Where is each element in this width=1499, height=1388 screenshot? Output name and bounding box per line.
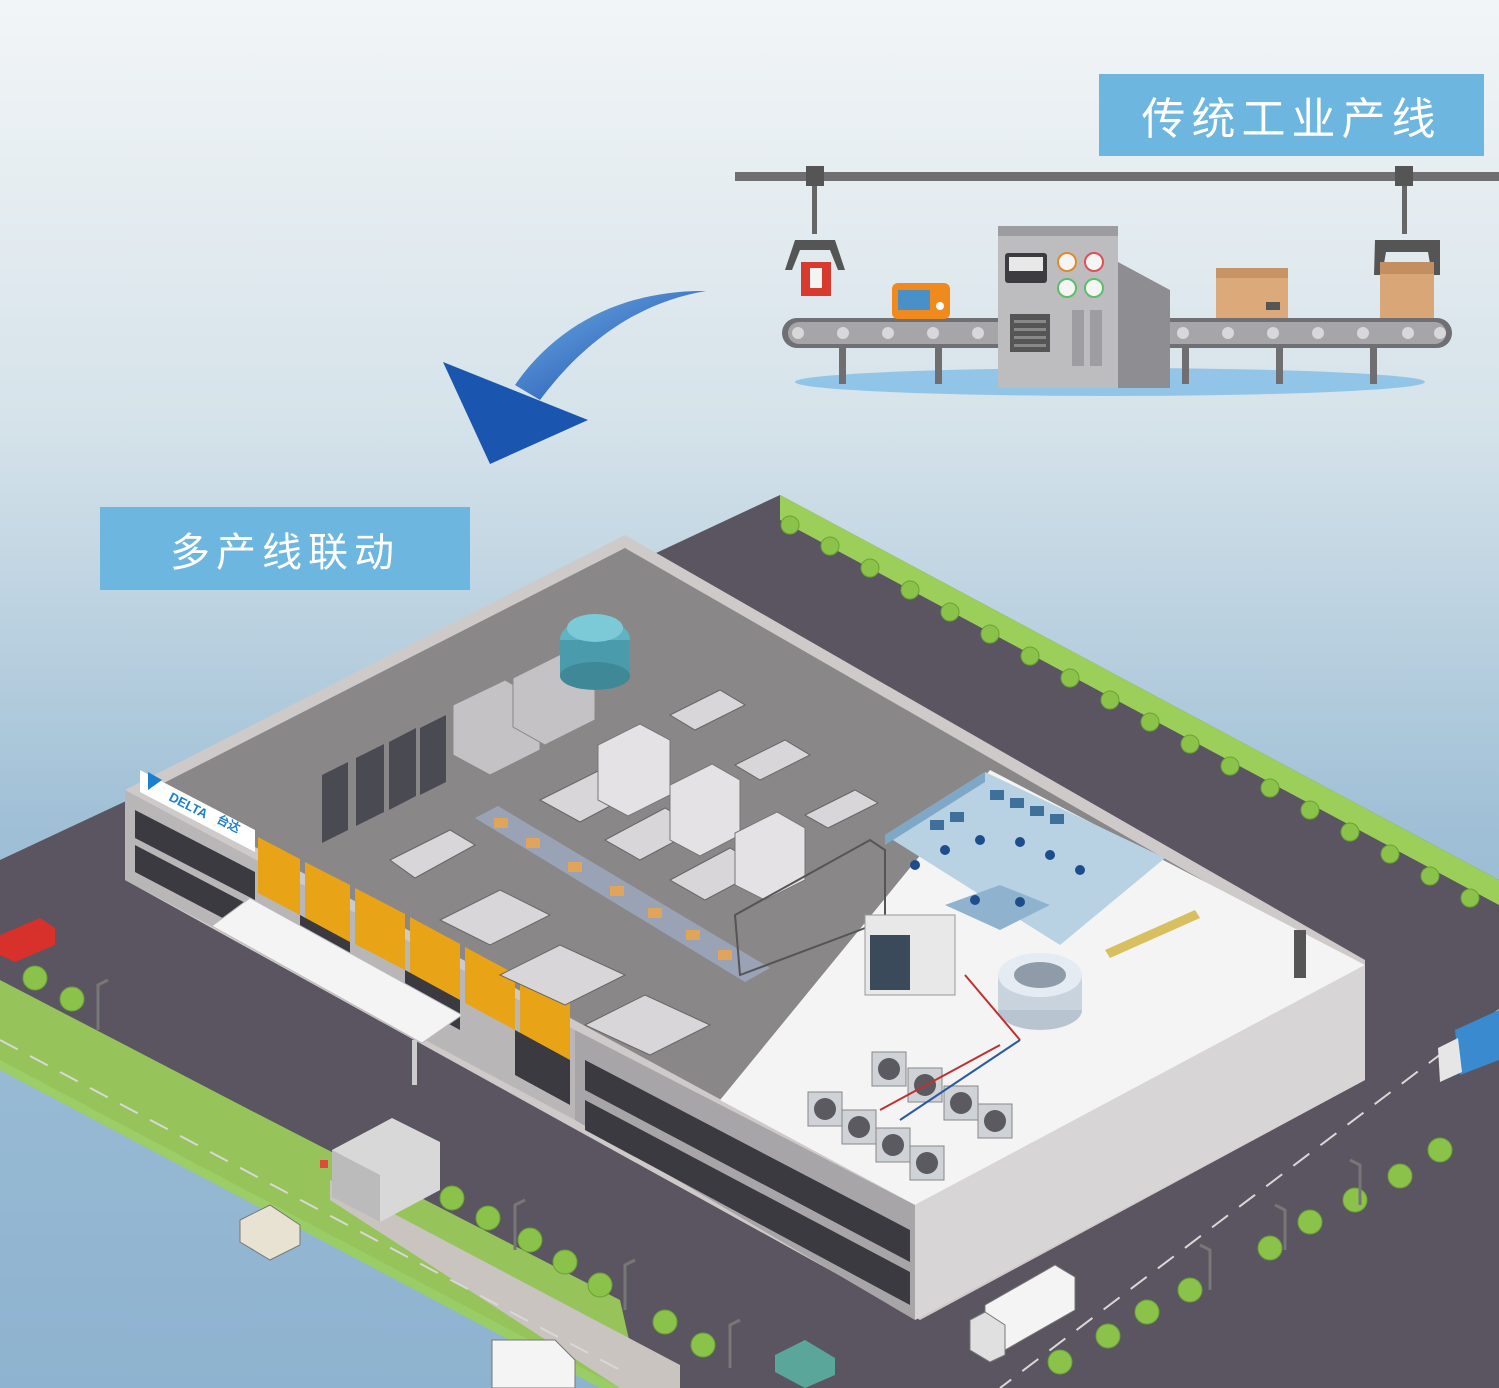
control-room [885,772,1165,945]
transition-arrow [443,290,706,464]
multi-line-linkage-label: 多产线联动 [100,507,470,590]
traditional-line-label: 传统工业产线 [1099,74,1484,156]
robotic-gripper-right [1374,240,1440,318]
delta-logo-sign: DELTA 台达 [140,770,255,852]
robotic-gripper-left [785,240,845,296]
vehicles [0,918,1499,1388]
traditional-production-line [735,166,1499,396]
processing-machine [998,226,1170,388]
factory-scene: DELTA 台达 [0,495,1499,1388]
rooftop-equipment [807,910,1306,1181]
water-tank [560,614,630,690]
